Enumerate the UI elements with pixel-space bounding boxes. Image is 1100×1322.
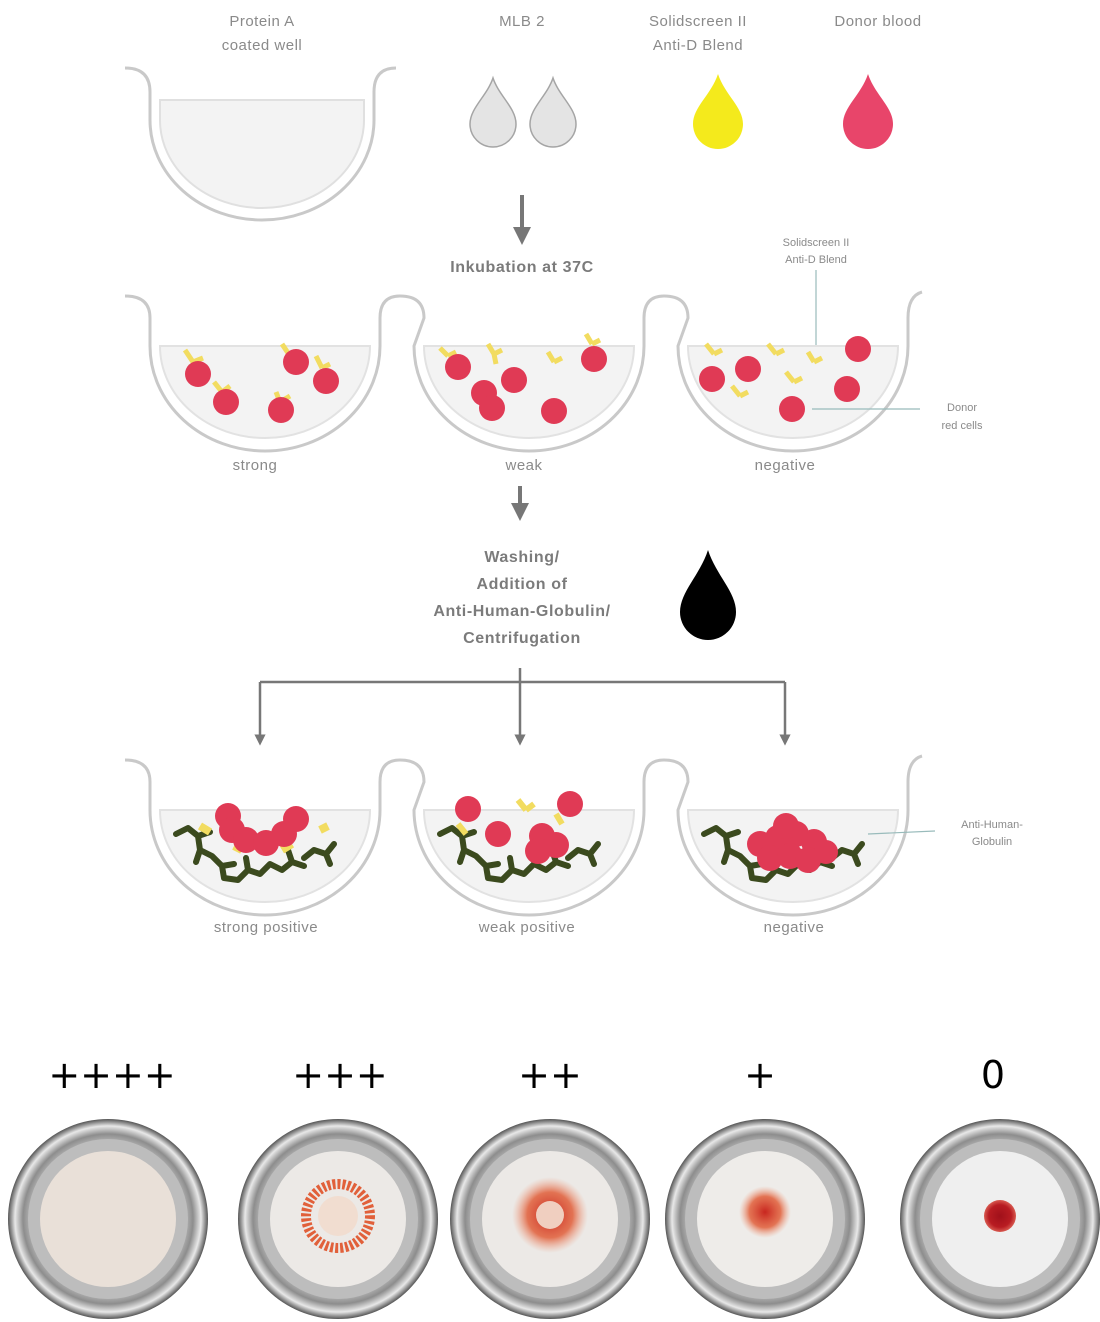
well-photo-4plus: [8, 1119, 208, 1319]
grade-label-2plus: ++: [518, 1053, 582, 1097]
branch-arrows: [260, 668, 785, 740]
result-strong-positive-label: strong positive: [214, 919, 318, 936]
wash-step-line3: Anti-Human-Globulin/: [433, 603, 610, 620]
grade-label-0: 0: [981, 1053, 1005, 1097]
ahg-drop-icon: [680, 550, 736, 640]
solidscreen-label-line2: Anti-D Blend: [653, 37, 743, 54]
callout-donor-line2: red cells: [942, 420, 983, 432]
well-label-line2: coated well: [222, 37, 303, 54]
callout-ahg-line1: Anti-Human-: [961, 819, 1023, 831]
well-photo-1plus: [665, 1119, 865, 1319]
result-negative-label: negative: [764, 919, 825, 936]
protein-a-well: [125, 68, 396, 220]
incubation-well-strong-label: strong: [233, 457, 278, 474]
result-weak-positive-label: weak positive: [478, 919, 576, 936]
grade-label-1plus: +: [744, 1053, 776, 1097]
mlb-label: MLB 2: [499, 13, 545, 30]
mlb-drop-icons: [470, 78, 576, 147]
grade-label-3plus: +++: [292, 1053, 388, 1097]
well-photo-3plus: [238, 1119, 438, 1319]
wash-step-line4: Centrifugation: [463, 630, 581, 647]
wash-step-line1: Washing/: [484, 549, 559, 566]
well-photo-0: [900, 1119, 1100, 1319]
incubation-well-negative-label: negative: [755, 457, 816, 474]
grade-label-4plus: ++++: [48, 1053, 175, 1097]
donor-blood-label: Donor blood: [834, 13, 921, 30]
callout-donor-line1: Donor: [947, 402, 977, 414]
callout-ahg-line2: Globulin: [972, 836, 1012, 848]
well-label-line1: Protein A: [229, 13, 294, 30]
incubation-label: Inkubation at 37C: [450, 259, 594, 276]
incubation-well-weak-label: weak: [504, 457, 542, 474]
well-photo-2plus: [450, 1119, 650, 1319]
callout-solidscreen-line1: Solidscreen II: [783, 237, 850, 249]
donor-blood-drop-icon: [843, 74, 893, 149]
anti-d-drop-icon: [693, 74, 743, 149]
solidscreen-label-line1: Solidscreen II: [649, 13, 747, 30]
callout-solidscreen-line2: Anti-D Blend: [785, 254, 847, 266]
wash-step-line2: Addition of: [476, 576, 567, 593]
